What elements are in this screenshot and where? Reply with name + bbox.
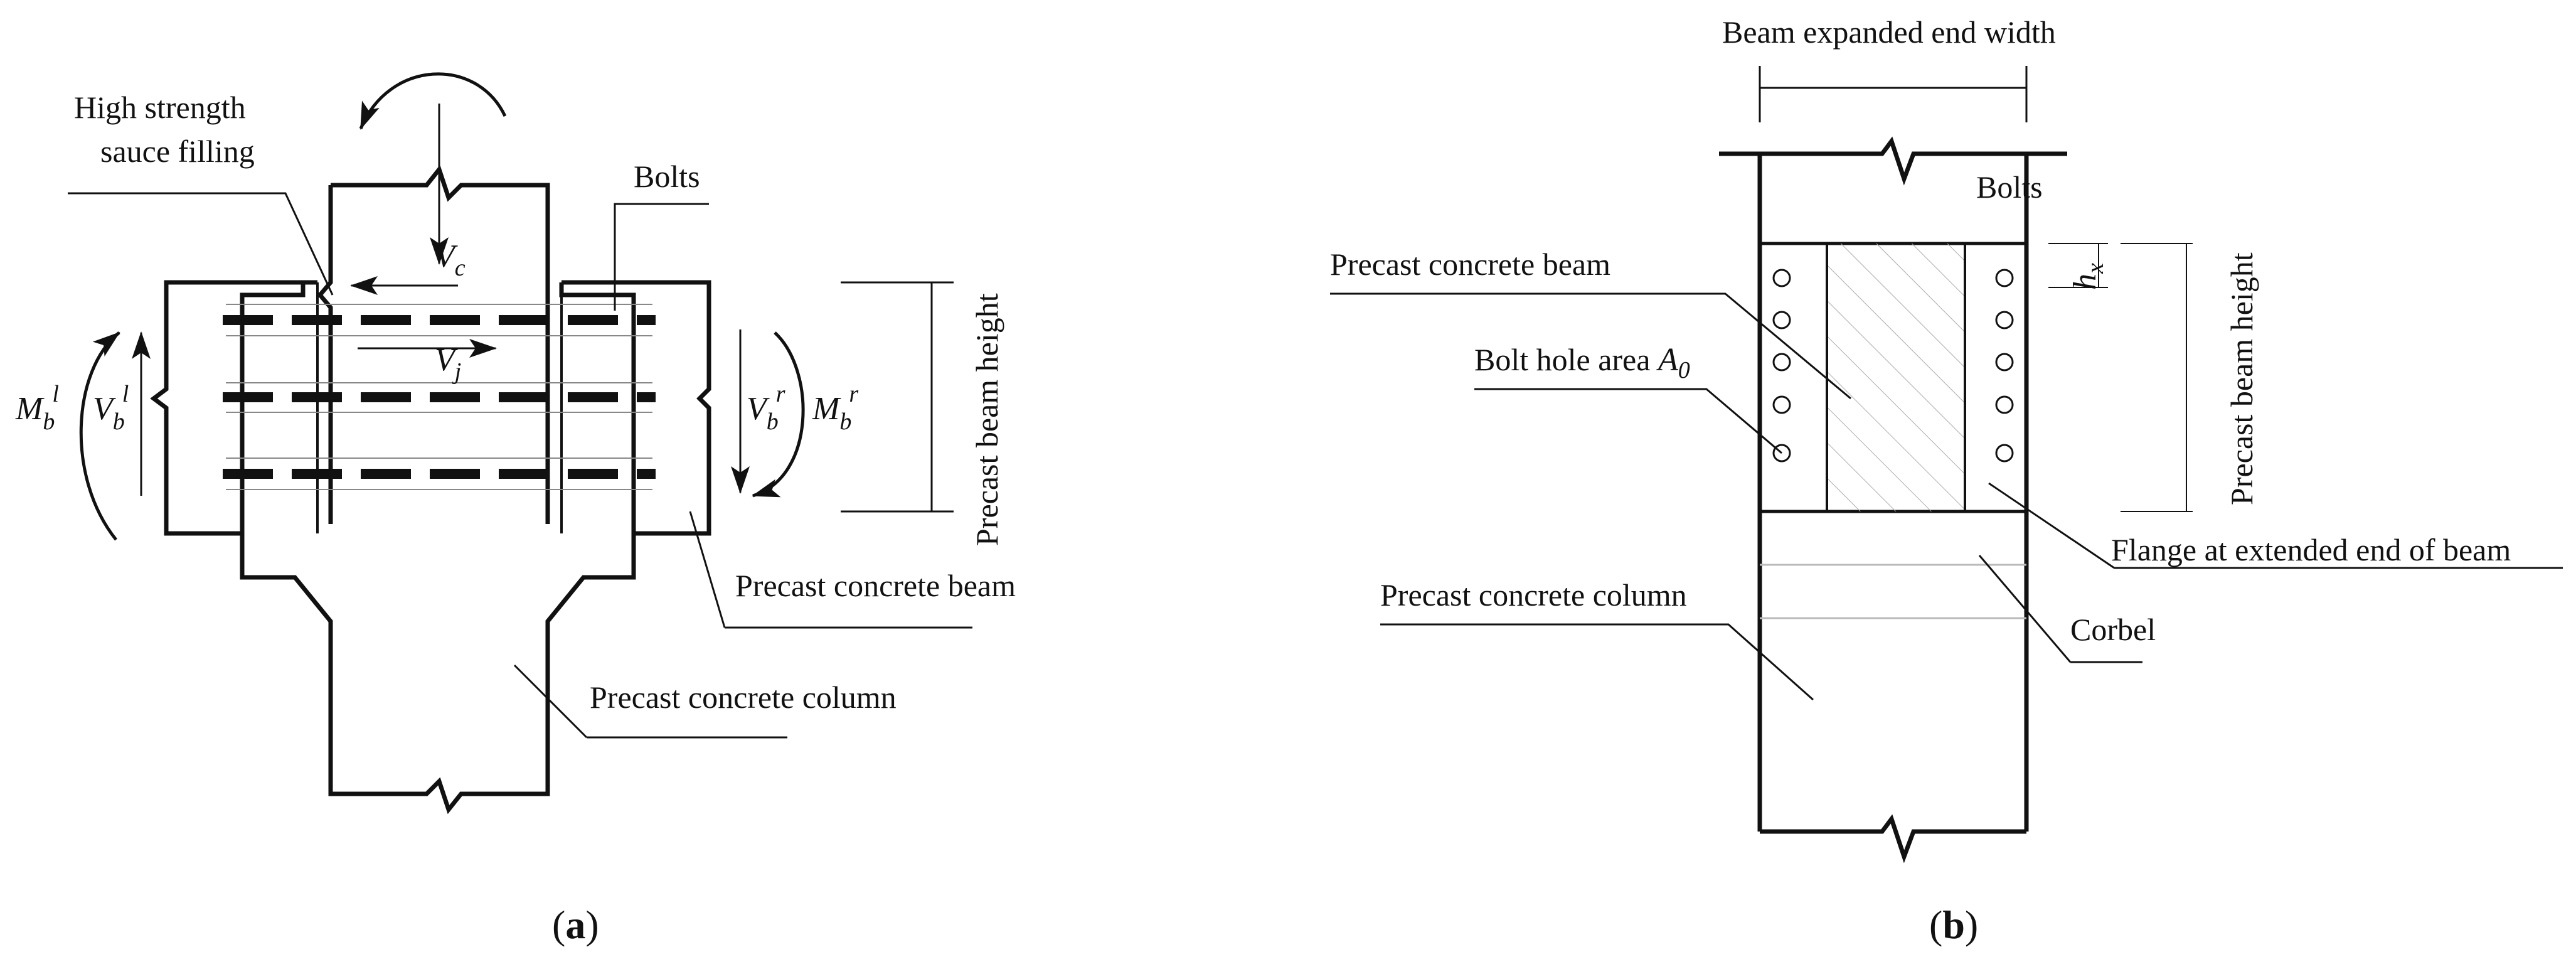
expanded-width-dimension [1759, 66, 2028, 122]
vbr-symbol: Vbr [747, 381, 785, 435]
column-leader-b [1380, 623, 1814, 701]
beam-label: Precast concrete beam [735, 568, 1016, 603]
vj-symbol: Vj [435, 342, 461, 385]
filling-label-line2: sauce filling [100, 134, 255, 169]
panel-a: Vc Vj Mbl Vbl Vbr Mbr High strength sauc… [15, 72, 1016, 947]
flange-leader [1988, 482, 2115, 569]
corbel-lines [1760, 564, 2026, 619]
filling-label-line1: High strength [74, 90, 246, 125]
vbl-symbol: Vbl [93, 381, 129, 435]
corbel-and-lower-column [240, 524, 636, 815]
beam-core-hatch [1827, 243, 1965, 511]
expanded-width-label: Beam expanded end width [1722, 14, 2056, 50]
bolt-hole-leader [1474, 388, 1782, 454]
bolts [223, 315, 656, 479]
bolts-label-b: Bolts [1976, 169, 2043, 205]
upper-column-left-edge [317, 185, 333, 524]
mbr-symbol: Mbr [812, 381, 858, 435]
panel-a-structure [150, 164, 711, 815]
hx-dimension [2048, 243, 2108, 288]
filling-leader [68, 192, 334, 296]
panel-b: Beam expanded end width [1330, 14, 2563, 947]
corbel-label: Corbel [2070, 612, 2156, 647]
bolts-leader [614, 203, 709, 311]
bolt-hole-label: Bolt hole area A0 [1474, 342, 1690, 383]
right-moment-arrow [752, 331, 805, 498]
left-beam-outline [150, 280, 317, 536]
bolt-holes [1772, 269, 2014, 463]
beam-leader [689, 511, 726, 628]
panel-b-structure [1719, 136, 2067, 864]
hx-symbol: hx [2067, 263, 2109, 290]
flange-label: Flange at extended end of beam [2111, 532, 2511, 567]
upper-column-top-edge [331, 164, 550, 524]
left-moment-arrow [79, 331, 120, 541]
vc-symbol: Vc [435, 238, 466, 281]
column-leader [513, 664, 588, 739]
top-moment-arrow [359, 72, 507, 130]
beam-height-label-b: Precast beam height [2224, 252, 2259, 505]
right-beam-outline [562, 280, 711, 536]
bottom-break-line [1760, 814, 2026, 864]
beam-height-dimension [841, 281, 954, 513]
top-break-line [1719, 136, 2067, 186]
bolt-guide-lines [226, 304, 652, 490]
panel-a-caption: (a) [552, 902, 599, 947]
left-beam-inner [240, 282, 306, 524]
corbel-leader [1978, 555, 2072, 663]
bolts-label: Bolts [634, 159, 700, 194]
panel-b-caption: (b) [1929, 902, 1978, 947]
beam-label-b: Precast concrete beam [1330, 247, 1610, 282]
beam-height-label: Precast beam height [969, 293, 1004, 546]
beam-height-dimension-b [2121, 243, 2193, 512]
mbl-symbol: Mbl [15, 381, 59, 435]
column-label-b: Precast concrete column [1380, 577, 1687, 613]
beam-leader-b [1330, 292, 1851, 400]
column-label: Precast concrete column [590, 680, 897, 715]
